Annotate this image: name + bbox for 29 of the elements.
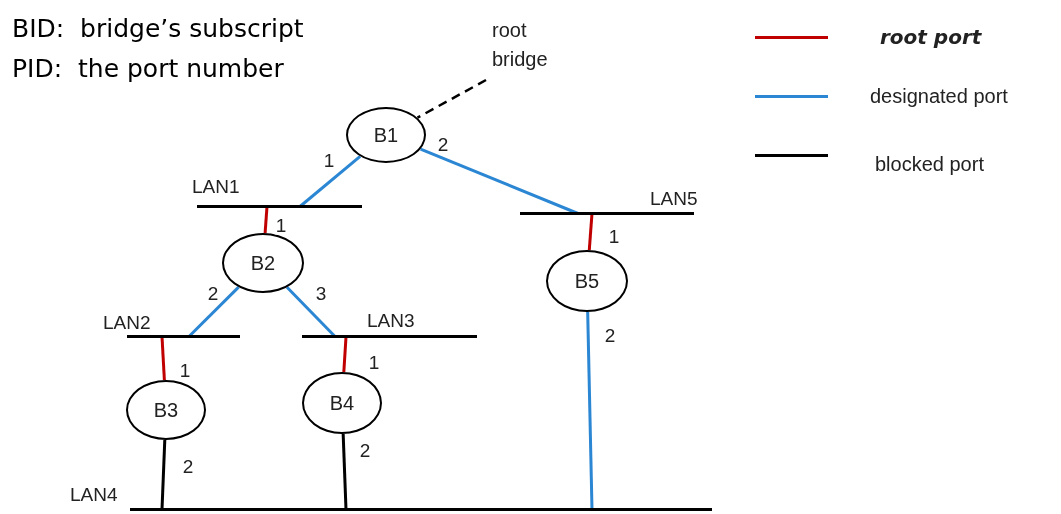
link-line	[263, 206, 269, 234]
bridge-label: B2	[250, 251, 276, 275]
legend-text: designated port	[870, 86, 1008, 106]
bridge-label: B3	[153, 398, 179, 422]
link-line	[586, 311, 594, 510]
bridge-label: B1	[373, 123, 399, 147]
link-line	[420, 147, 579, 215]
link-line	[160, 336, 166, 381]
link-line	[341, 433, 348, 510]
link-line	[342, 336, 348, 373]
note-text: PID: the port number	[12, 56, 284, 81]
link-line	[285, 286, 337, 338]
link-line	[587, 213, 594, 251]
lan-label: LAN1	[192, 177, 240, 196]
legend-text: blocked port	[875, 154, 984, 174]
bridge-label: B5	[574, 269, 600, 293]
link-line	[160, 439, 167, 510]
lan-label: LAN3	[367, 311, 415, 330]
link-line	[299, 155, 362, 208]
legend-text: root port	[880, 27, 982, 47]
bridge-node	[346, 107, 426, 163]
callout-text: root bridge	[492, 16, 572, 74]
lan-label: LAN2	[103, 313, 151, 332]
link-line	[187, 286, 240, 338]
lan-label: LAN5	[650, 189, 698, 208]
leader-line	[416, 78, 487, 119]
note-text: BID: bridge’s subscript	[12, 16, 304, 41]
bridge-label: B4	[329, 391, 355, 415]
lan-label: LAN4	[70, 485, 118, 504]
